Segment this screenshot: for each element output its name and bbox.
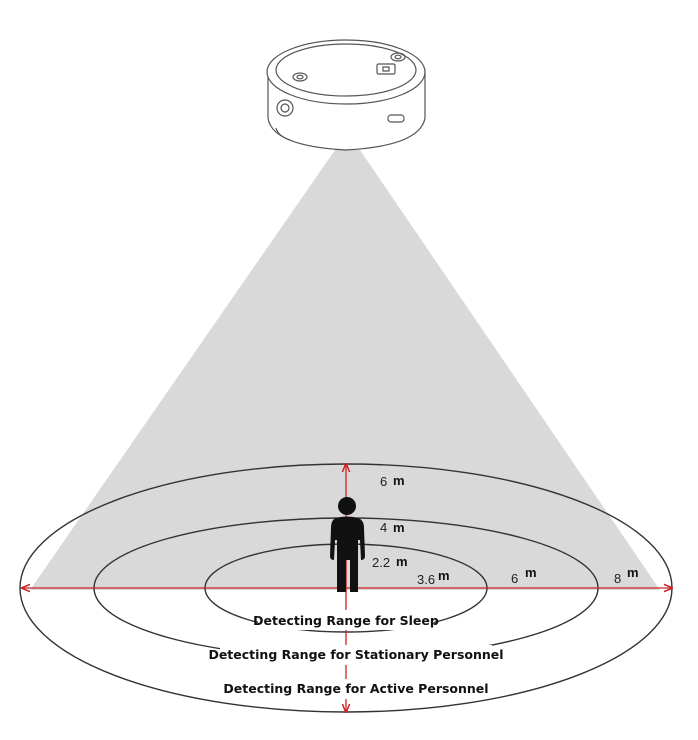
- middle-radius-unit: m: [525, 565, 537, 580]
- outer-depth-unit: m: [393, 473, 405, 488]
- middle-radius-value: 6: [511, 571, 518, 586]
- ceiling-sensor-device: [266, 39, 426, 151]
- middle-depth-unit: m: [393, 520, 405, 535]
- outer-radius-value: 8: [614, 571, 621, 586]
- inner-depth-value: 2.2: [372, 555, 390, 570]
- outer-radius-unit: m: [627, 565, 639, 580]
- inner-radius-unit: m: [438, 568, 450, 583]
- sleep-range-label: Detecting Range for Sleep: [253, 613, 439, 628]
- inner-radius-value: 3.6: [417, 572, 435, 587]
- stationary-range-label: Detecting Range for Stationary Personnel: [208, 647, 503, 662]
- person-icon: [330, 497, 365, 592]
- outer-depth-value: 6: [380, 474, 387, 489]
- middle-depth-value: 4: [380, 520, 387, 535]
- active-range-label: Detecting Range for Active Personnel: [223, 681, 488, 696]
- inner-depth-unit: m: [396, 554, 408, 569]
